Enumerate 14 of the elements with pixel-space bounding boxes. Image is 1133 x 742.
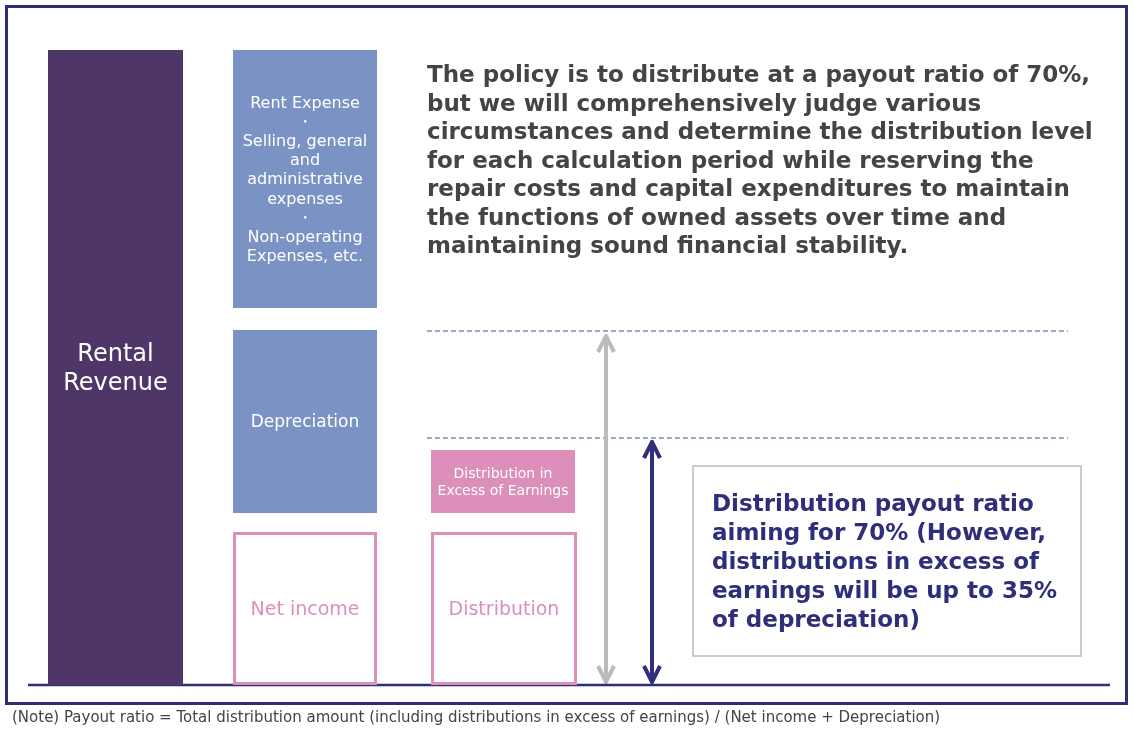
expense-block (233, 50, 377, 308)
payout-ratio-note-box: Distribution payout ratio aiming for 70% (However, distributions in excess of earnings will be up to 35% of depreciation) (692, 465, 1082, 657)
node-label: ・ (297, 111, 313, 132)
excess-distribution-block: Distribution in Excess of Earnings (431, 450, 575, 513)
revenue-bar: Rental Revenue (48, 50, 183, 685)
node-label: Selling, general and administrative expenses (241, 131, 369, 208)
node-label: Non-operating Expenses, etc. (245, 226, 365, 266)
node-label: ・ (297, 207, 313, 227)
footnote: (Note) Payout ratio = Total distribution amount (including distributions in excess of earnings) / (Net income + Depreciation) (12, 708, 941, 726)
net-income-block: Net income (233, 532, 377, 685)
depreciation-block: Depreciation (233, 330, 377, 513)
node-label: Rent Expense (250, 92, 360, 112)
policy-text: The policy is to distribute at a payout ratio of 70%, but we will comprehensively judge various circumstances and determine the distribution level for each calculation period while reserving the repair costs and capital expenditures to maintain the functions of owned assets over time and maintaining sound financial stability. (427, 60, 1094, 260)
distribution-block: Distribution (431, 532, 577, 685)
